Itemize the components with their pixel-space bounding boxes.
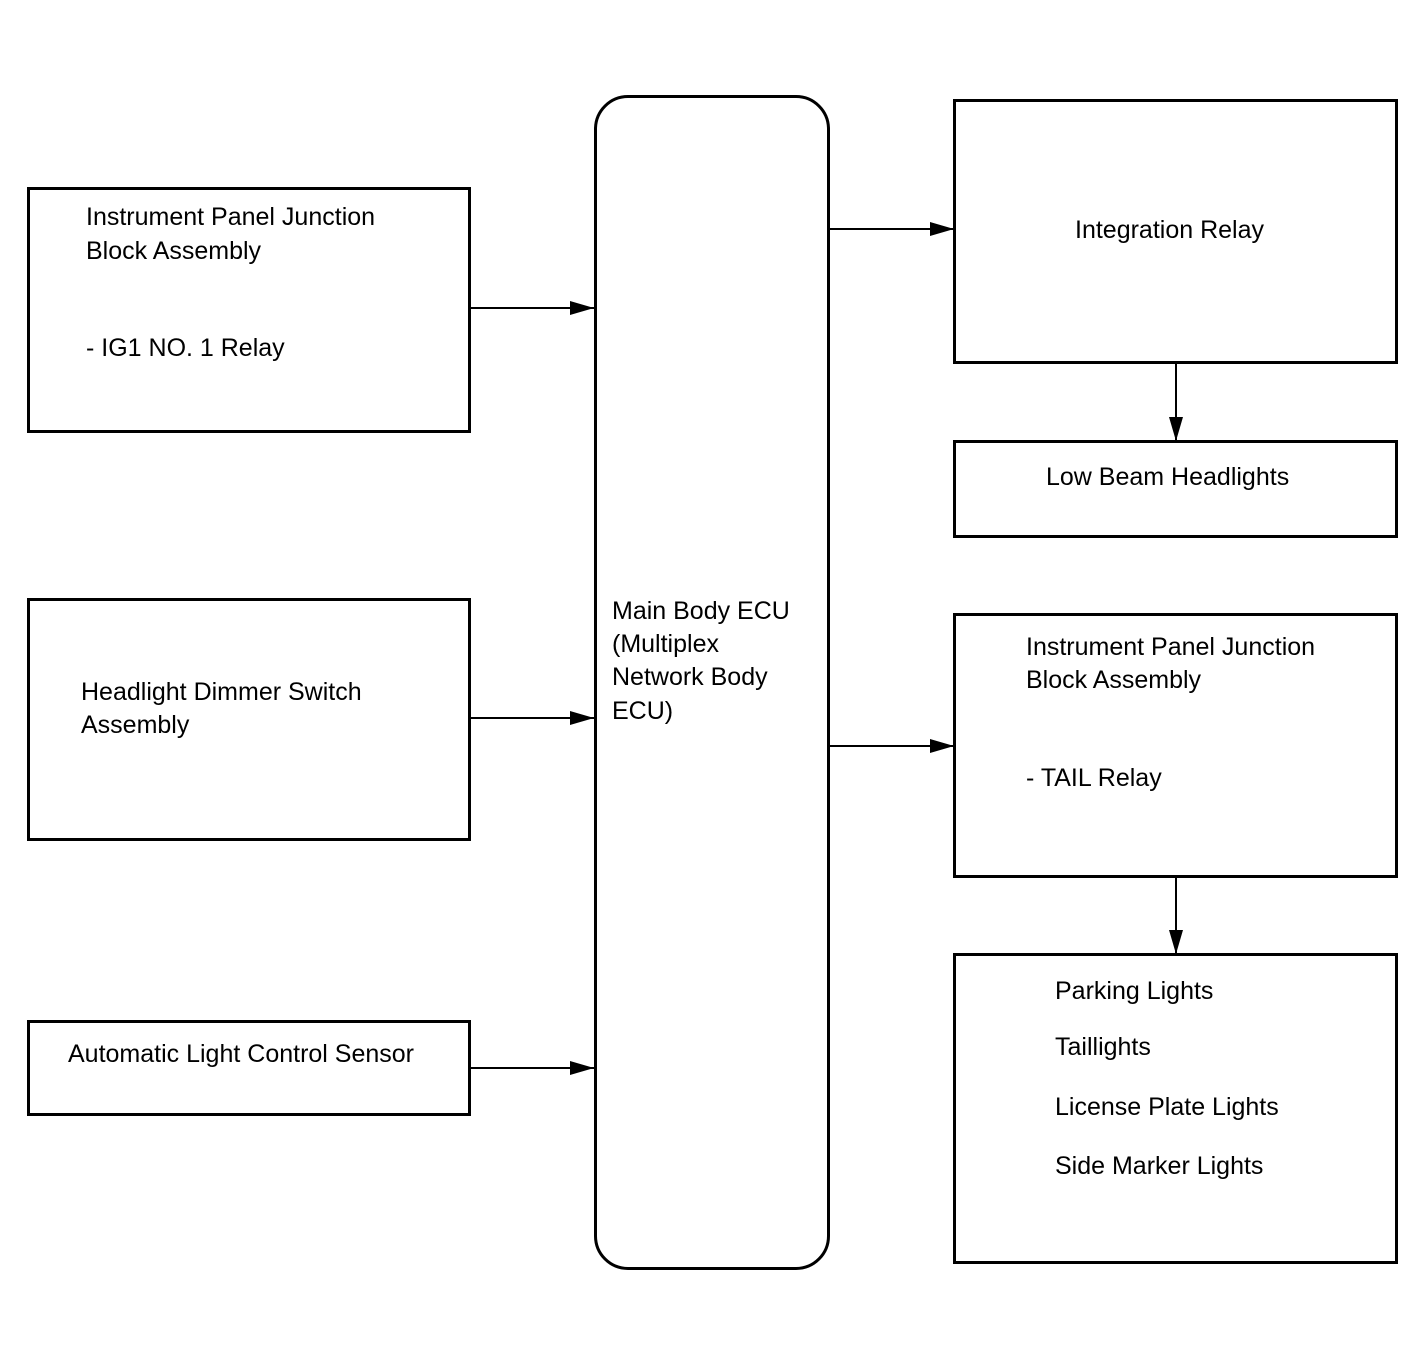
ipjb-tail-title-line1: Instrument Panel Junction <box>1026 633 1316 661</box>
dimmer-switch-line2: Assembly <box>81 711 190 739</box>
ipjb-tail-box <box>953 613 1398 878</box>
low-beam-box <box>953 440 1398 538</box>
lights-group-box <box>953 953 1398 1264</box>
light-sensor-box <box>27 1020 471 1116</box>
ipjb-ig1-title-line2: Block Assembly <box>86 237 262 265</box>
light-sensor-label: Automatic Light Control Sensor <box>68 1040 415 1068</box>
ecu-line3: Network Body <box>612 663 768 691</box>
ipjb-ig1-item: - IG1 NO. 1 Relay <box>86 334 285 362</box>
ecu-line2: (Multiplex <box>612 630 719 658</box>
low-beam-label: Low Beam Headlights <box>1046 463 1290 491</box>
ecu-line1: Main Body ECU <box>612 597 790 625</box>
ecu-line4: ECU) <box>612 697 674 725</box>
ipjb-tail-item: - TAIL Relay <box>1026 764 1162 792</box>
main-body-ecu-box <box>594 95 830 1270</box>
ipjb-ig1-box <box>27 187 471 433</box>
ipjb-ig1-title-line1: Instrument Panel Junction <box>86 203 376 231</box>
lights-item-side-marker: Side Marker Lights <box>1055 1152 1264 1180</box>
dimmer-switch-box <box>27 598 471 841</box>
integration-relay-label: Integration Relay <box>1075 216 1265 244</box>
dimmer-switch-line1: Headlight Dimmer Switch <box>81 678 362 706</box>
lights-item-license-plate: License Plate Lights <box>1055 1093 1279 1121</box>
lights-item-parking: Parking Lights <box>1055 977 1214 1005</box>
lights-item-taillights: Taillights <box>1055 1033 1151 1061</box>
ipjb-tail-title-line2: Block Assembly <box>1026 666 1202 694</box>
integration-relay-box <box>953 99 1398 364</box>
